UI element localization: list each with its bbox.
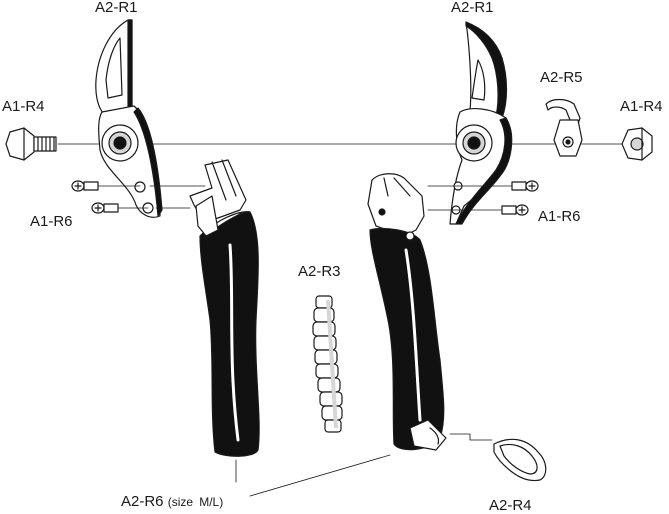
right-screw-upper [427,180,539,192]
right-nut [621,127,653,161]
label-nut-right: A1-R4 [620,98,663,115]
left-handle [189,159,260,483]
handle-note-leader [249,454,391,497]
label-handle-note-code: A2-R6 [121,493,164,510]
label-spring-clip: A2-R5 [540,69,583,86]
lock-catch [449,433,547,482]
label-handle-note: A2-R6 (size M/L) [121,494,223,509]
label-bolt-left: A1-R4 [2,98,45,115]
spring-clip [545,98,583,157]
label-handle-note-ml: M/L) [199,495,224,509]
label-handle-note-size: (size [167,495,194,509]
right-screw-lower [427,204,529,216]
label-screws-left: A1-R6 [30,213,73,230]
coil-spring [312,295,343,433]
label-lock-catch: A2-R4 [489,497,532,514]
left-bolt [5,127,57,161]
label-screws-right: A1-R6 [538,208,581,225]
right-handle [367,173,447,451]
left-blade [95,19,163,218]
label-coil-spring: A2-R3 [298,263,341,280]
label-blade-right: A2-R1 [451,0,494,16]
right-blade [449,21,513,225]
label-blade-left: A2-R1 [95,0,138,16]
left-screw-upper [71,180,141,192]
left-screw-lower [91,202,149,214]
